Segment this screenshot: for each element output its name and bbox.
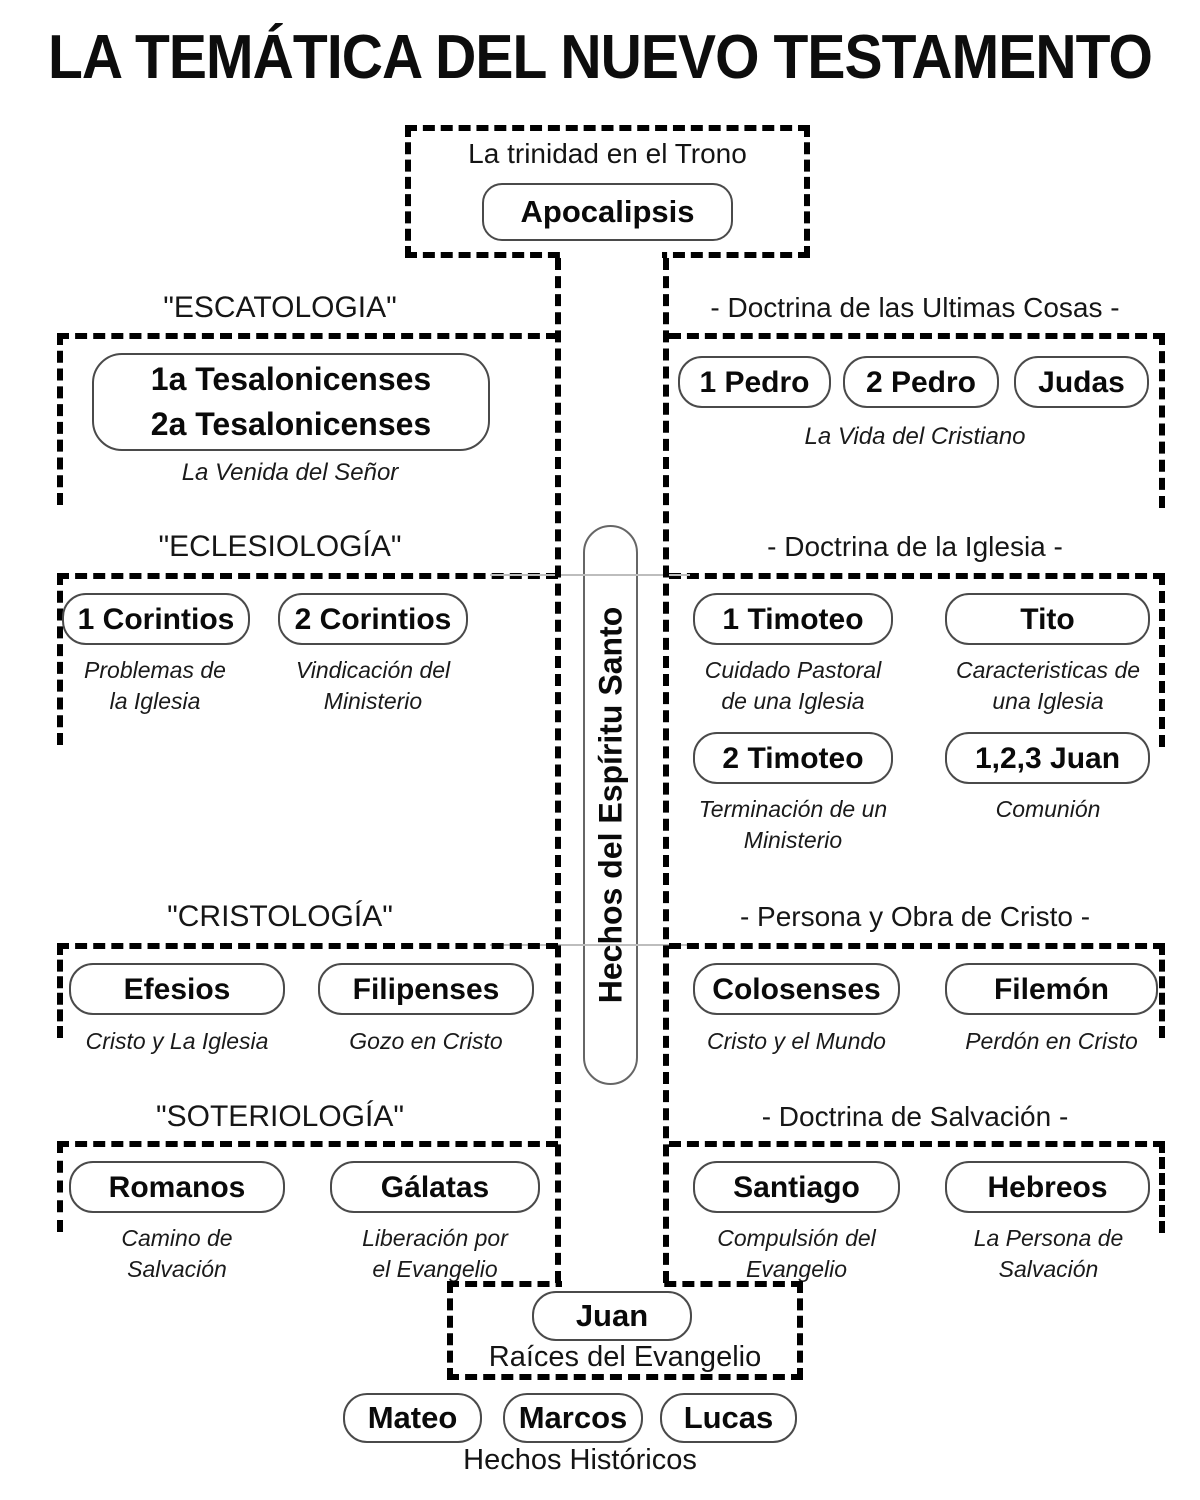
book-pill-galatas: Gálatas: [330, 1161, 540, 1213]
category-header-eclesiologia: "ECLESIOLOGÍA": [158, 530, 402, 563]
caption-romanos: Camino de Salvación: [121, 1225, 233, 1282]
spine-pill: [583, 525, 638, 1085]
book-pill-efesios: Efesios: [69, 963, 285, 1015]
caption-filemon: Perdón en Cristo: [965, 1028, 1138, 1054]
book-pill-2-timoteo: 2 Timoteo: [693, 732, 893, 784]
book-pill-2-corintios: 2 Corintios: [278, 593, 468, 645]
book-pill-123-juan: 1,2,3 Juan: [945, 732, 1150, 784]
category-box-cristologia: [57, 943, 558, 1038]
category-header-cristologia: "CRISTOLOGÍA": [167, 900, 393, 933]
category-header-escatologia: "ESCATOLOGIA": [163, 291, 397, 324]
book-pill-lucas: Lucas: [660, 1393, 797, 1443]
trunk-line-left: [555, 258, 561, 1283]
caption-venida-del-senor: La Venida del Señor: [181, 459, 399, 486]
book-pill-2-pedro: 2 Pedro: [843, 356, 999, 408]
trinity-border-gap: [562, 249, 662, 261]
caption-hebreos: La Persona de Salvación: [973, 1225, 1124, 1282]
connector-line-iglesia: [490, 574, 690, 576]
doctrine-box-persona-obra: [669, 943, 1165, 1038]
caption-1-timoteo: Cuidado Pastoral de una Iglesia: [704, 657, 882, 714]
doctrine-header-salvacion: - Doctrina de Salvación -: [761, 1101, 1069, 1132]
book-pill-tesalonicenses: 1a Tesalonicenses 2a Tesalonicenses: [92, 353, 490, 451]
caption-colosenses: Cristo y el Mundo: [707, 1028, 886, 1054]
caption-2-timoteo: Terminación de un Ministerio: [698, 796, 888, 853]
trunk-line-right: [663, 258, 669, 1283]
doctrine-header-iglesia: - Doctrina de la Iglesia -: [767, 531, 1063, 562]
caption-2-corintios: Vindicación del Ministerio: [295, 657, 451, 714]
connector-line-cristo: [490, 944, 690, 946]
caption-tito: Caracteristicas de una Iglesia: [955, 657, 1141, 714]
diagram-title: LA TEMÁTICA DEL NUEVO TESTAMENTO: [48, 23, 1153, 92]
book-pill-apocalipsis: Apocalipsis: [482, 183, 733, 241]
category-header-soteriologia: "SOTERIOLOGÍA": [155, 1100, 404, 1133]
caption-raices-evangelio: Raíces del Evangelio: [488, 1341, 762, 1373]
book-pill-hebreos: Hebreos: [945, 1161, 1150, 1213]
doctrine-header-persona-obra: - Persona y Obra de Cristo -: [739, 901, 1091, 932]
book-pill-mateo: Mateo: [343, 1393, 482, 1443]
book-pill-judas: Judas: [1014, 356, 1149, 408]
category-box-eclesiologia: [57, 573, 558, 745]
book-pill-juan: Juan: [532, 1291, 692, 1341]
doctrine-box-ultimas-cosas: [669, 333, 1165, 508]
spine-label: Hechos del Espíritu Santo: [592, 606, 628, 1004]
doctrine-box-iglesia: [669, 573, 1165, 747]
doctrine-box-salvacion: [669, 1141, 1165, 1233]
book-pill-marcos: Marcos: [503, 1393, 643, 1443]
caption-vida-del-cristiano: La Vida del Cristiano: [804, 423, 1026, 450]
book-pill-1-corintios: 1 Corintios: [62, 593, 250, 645]
caption-123-juan: Comunión: [995, 796, 1101, 822]
caption-1-corintios: Problemas de la Iglesia: [84, 657, 226, 714]
book-pill-romanos: Romanos: [69, 1161, 285, 1213]
book-pill-santiago: Santiago: [693, 1161, 900, 1213]
doctrine-header-ultimas-cosas: - Doctrina de las Ultimas Cosas -: [710, 292, 1120, 323]
category-box-escatologia: [57, 333, 558, 505]
spine-label-wrap: Hechos del Espíritu Santo: [583, 525, 638, 1085]
book-pill-tito: Tito: [945, 593, 1150, 645]
caption-efesios: Cristo y La Iglesia: [85, 1028, 269, 1054]
juan-box-top-gap: [562, 1280, 662, 1289]
book-pill-colosenses: Colosenses: [693, 963, 900, 1015]
book-pill-1-timoteo: 1 Timoteo: [693, 593, 893, 645]
trinity-label: La trinidad en el Trono: [468, 138, 747, 169]
book-pill-1-pedro: 1 Pedro: [678, 356, 831, 408]
book-pill-filemon: Filemón: [945, 963, 1158, 1015]
category-box-soteriologia: [57, 1141, 558, 1232]
caption-hechos-historicos: Hechos Históricos: [463, 1444, 697, 1476]
book-pill-filipenses: Filipenses: [318, 963, 534, 1015]
caption-filipenses: Gozo en Cristo: [349, 1028, 503, 1054]
caption-santiago: Compulsión del Evangelio: [717, 1225, 876, 1282]
caption-galatas: Liberación por el Evangelio: [362, 1225, 508, 1282]
